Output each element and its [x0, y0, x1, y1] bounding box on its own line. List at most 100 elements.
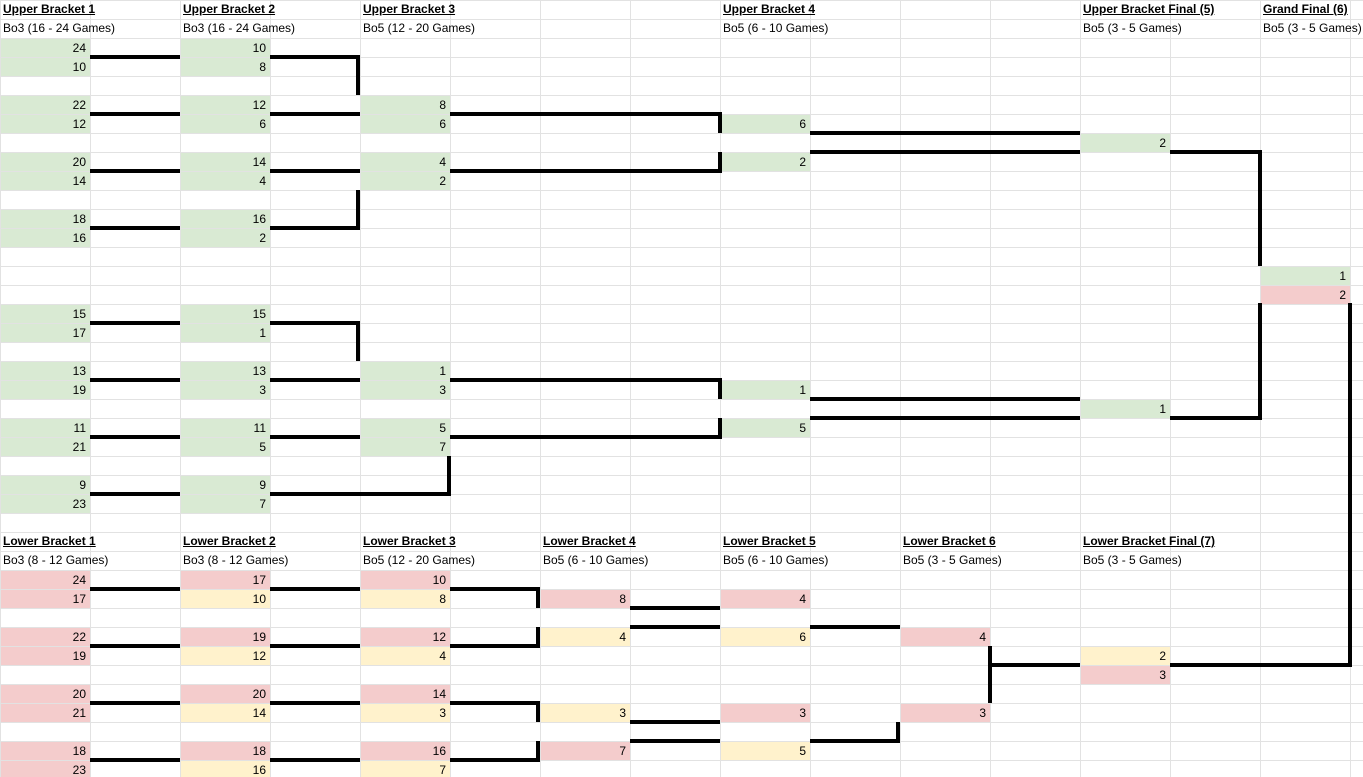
bracket-cell-c0-r40[interactable]: 18: [1, 742, 90, 760]
bracket-header-lower-bracket-final-7[interactable]: Lower Bracket Final (7): [1083, 534, 1216, 548]
bracket-cell-c2-r37[interactable]: 20: [181, 685, 270, 703]
bracket-cell-c0-r10[interactable]: 14: [1, 172, 90, 190]
bracket-cell-c0-r35[interactable]: 19: [1, 647, 90, 665]
bracket-cell-c6-r40[interactable]: 7: [541, 742, 630, 760]
bracket-subheader-grand-final-6[interactable]: Bo5 (3 - 5 Games): [1263, 21, 1362, 35]
bracket-cell-c8-r32[interactable]: 4: [721, 590, 810, 608]
bracket-cell-c6-r34[interactable]: 4: [541, 628, 630, 646]
bracket-cell-c12-r35[interactable]: 2: [1081, 647, 1170, 665]
bracket-cell-c6-r32[interactable]: 8: [541, 590, 630, 608]
bracket-header-upper-bracket-3[interactable]: Upper Bracket 3: [363, 2, 456, 16]
bracket-header-lower-bracket-3[interactable]: Lower Bracket 3: [363, 534, 456, 548]
bracket-header-lower-bracket-2[interactable]: Lower Bracket 2: [183, 534, 276, 548]
bracket-header-upper-bracket-1[interactable]: Upper Bracket 1: [3, 2, 96, 16]
bracket-subheader-upper-bracket-4[interactable]: Bo5 (6 - 10 Games): [723, 21, 829, 35]
bracket-cell-c2-r17[interactable]: 15: [181, 305, 270, 323]
bracket-cell-c14-r15[interactable]: 1: [1261, 267, 1350, 285]
bracket-header-upper-bracket-4[interactable]: Upper Bracket 4: [723, 2, 816, 16]
bracket-subheader-lower-bracket-3[interactable]: Bo5 (12 - 20 Games): [363, 553, 476, 567]
bracket-cell-c2-r41[interactable]: 16: [181, 761, 270, 777]
bracket-cell-c8-r23[interactable]: 5: [721, 419, 810, 437]
bracket-cell-c2-r27[interactable]: 7: [181, 495, 270, 513]
bracket-cell-c0-r18[interactable]: 17: [1, 324, 90, 342]
bracket-cell-c4-r34[interactable]: 12: [361, 628, 450, 646]
bracket-header-upper-bracket-2[interactable]: Upper Bracket 2: [183, 2, 276, 16]
bracket-cell-c8-r38[interactable]: 3: [721, 704, 810, 722]
bracket-cell-c0-r27[interactable]: 23: [1, 495, 90, 513]
bracket-cell-c2-r12[interactable]: 16: [181, 210, 270, 228]
bracket-header-lower-bracket-1[interactable]: Lower Bracket 1: [3, 534, 96, 548]
bracket-cell-c0-r12[interactable]: 18: [1, 210, 90, 228]
bracket-subheader-lower-bracket-5[interactable]: Bo5 (6 - 10 Games): [723, 553, 829, 567]
bracket-cell-c0-r13[interactable]: 16: [1, 229, 90, 247]
bracket-cell-c8-r34[interactable]: 6: [721, 628, 810, 646]
bracket-cell-c0-r38[interactable]: 21: [1, 704, 90, 722]
bracket-cell-c2-r10[interactable]: 4: [181, 172, 270, 190]
bracket-cell-c2-r35[interactable]: 12: [181, 647, 270, 665]
bracket-cell-c8-r21[interactable]: 1: [721, 381, 810, 399]
bracket-header-upper-bracket-final-5[interactable]: Upper Bracket Final (5): [1083, 2, 1215, 16]
bracket-cell-c2-r31[interactable]: 17: [181, 571, 270, 589]
bracket-cell-c12-r8[interactable]: 2: [1081, 134, 1170, 152]
bracket-cell-c12-r22[interactable]: 1: [1081, 400, 1170, 418]
bracket-cell-c4-r6[interactable]: 8: [361, 96, 450, 114]
bracket-subheader-lower-bracket-2[interactable]: Bo3 (8 - 12 Games): [183, 553, 289, 567]
bracket-cell-c4-r23[interactable]: 5: [361, 419, 450, 437]
bracket-cell-c0-r31[interactable]: 24: [1, 571, 90, 589]
bracket-cell-c2-r3[interactable]: 10: [181, 39, 270, 57]
bracket-cell-c2-r18[interactable]: 1: [181, 324, 270, 342]
bracket-cell-c4-r9[interactable]: 4: [361, 153, 450, 171]
bracket-subheader-lower-bracket-1[interactable]: Bo3 (8 - 12 Games): [3, 553, 109, 567]
bracket-cell-c0-r21[interactable]: 19: [1, 381, 90, 399]
bracket-cell-c2-r6[interactable]: 12: [181, 96, 270, 114]
bracket-subheader-lower-bracket-4[interactable]: Bo5 (6 - 10 Games): [543, 553, 649, 567]
bracket-cell-c0-r23[interactable]: 11: [1, 419, 90, 437]
bracket-cell-c4-r7[interactable]: 6: [361, 115, 450, 133]
bracket-cell-c4-r20[interactable]: 1: [361, 362, 450, 380]
bracket-cell-c14-r16[interactable]: 2: [1261, 286, 1350, 304]
bracket-cell-c0-r20[interactable]: 13: [1, 362, 90, 380]
bracket-cell-c0-r26[interactable]: 9: [1, 476, 90, 494]
bracket-cell-c8-r9[interactable]: 2: [721, 153, 810, 171]
bracket-cell-c4-r37[interactable]: 14: [361, 685, 450, 703]
bracket-cell-c4-r31[interactable]: 10: [361, 571, 450, 589]
bracket-subheader-upper-bracket-final-5[interactable]: Bo5 (3 - 5 Games): [1083, 21, 1182, 35]
bracket-cell-c2-r7[interactable]: 6: [181, 115, 270, 133]
bracket-cell-c2-r24[interactable]: 5: [181, 438, 270, 456]
bracket-cell-c10-r38[interactable]: 3: [901, 704, 990, 722]
bracket-cell-c4-r35[interactable]: 4: [361, 647, 450, 665]
bracket-cell-c2-r32[interactable]: 10: [181, 590, 270, 608]
bracket-cell-c2-r40[interactable]: 18: [181, 742, 270, 760]
bracket-cell-c4-r41[interactable]: 7: [361, 761, 450, 777]
bracket-cell-c0-r3[interactable]: 24: [1, 39, 90, 57]
bracket-cell-c4-r32[interactable]: 8: [361, 590, 450, 608]
bracket-cell-c4-r40[interactable]: 16: [361, 742, 450, 760]
bracket-header-lower-bracket-5[interactable]: Lower Bracket 5: [723, 534, 816, 548]
bracket-cell-c0-r24[interactable]: 21: [1, 438, 90, 456]
bracket-cell-c4-r24[interactable]: 7: [361, 438, 450, 456]
bracket-cell-c0-r9[interactable]: 20: [1, 153, 90, 171]
bracket-cell-c2-r26[interactable]: 9: [181, 476, 270, 494]
bracket-header-lower-bracket-4[interactable]: Lower Bracket 4: [543, 534, 636, 548]
bracket-cell-c2-r4[interactable]: 8: [181, 58, 270, 76]
bracket-cell-c4-r10[interactable]: 2: [361, 172, 450, 190]
bracket-header-grand-final-6[interactable]: Grand Final (6): [1263, 2, 1348, 16]
bracket-subheader-upper-bracket-2[interactable]: Bo3 (16 - 24 Games): [183, 21, 296, 35]
bracket-cell-c0-r32[interactable]: 17: [1, 590, 90, 608]
bracket-subheader-lower-bracket-final-7[interactable]: Bo5 (3 - 5 Games): [1083, 553, 1182, 567]
bracket-cell-c0-r7[interactable]: 12: [1, 115, 90, 133]
bracket-cell-c2-r21[interactable]: 3: [181, 381, 270, 399]
bracket-cell-c0-r17[interactable]: 15: [1, 305, 90, 323]
bracket-cell-c10-r34[interactable]: 4: [901, 628, 990, 646]
bracket-cell-c0-r6[interactable]: 22: [1, 96, 90, 114]
bracket-cell-c2-r38[interactable]: 14: [181, 704, 270, 722]
bracket-cell-c0-r41[interactable]: 23: [1, 761, 90, 777]
bracket-cell-c4-r38[interactable]: 3: [361, 704, 450, 722]
bracket-cell-c2-r13[interactable]: 2: [181, 229, 270, 247]
bracket-cell-c4-r21[interactable]: 3: [361, 381, 450, 399]
bracket-subheader-upper-bracket-1[interactable]: Bo3 (16 - 24 Games): [3, 21, 116, 35]
bracket-cell-c0-r4[interactable]: 10: [1, 58, 90, 76]
bracket-cell-c2-r34[interactable]: 19: [181, 628, 270, 646]
bracket-cell-c8-r40[interactable]: 5: [721, 742, 810, 760]
